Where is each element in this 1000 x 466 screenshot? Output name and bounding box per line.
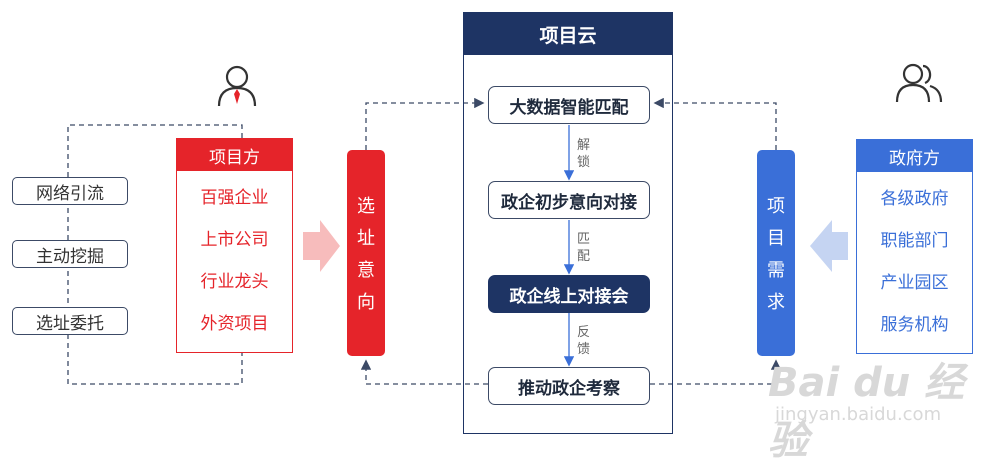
project-party-item: 百强企业 <box>200 188 269 208</box>
site-intent-char: 选 <box>357 196 375 217</box>
dashed-arrow-demand-to-match <box>653 97 777 150</box>
dashed-arrow-inspect-to-intent <box>360 359 488 385</box>
government-party-item: 各级政府 <box>880 189 949 209</box>
project-cloud-title: 项目云 <box>464 13 672 55</box>
site-intent-char: 向 <box>357 292 375 313</box>
site-intent-char: 意 <box>357 260 375 281</box>
project-demand-pill: 项 目 需 求 <box>757 150 795 356</box>
site-intent-pill: 选 址 意 向 <box>347 150 385 356</box>
project-party-item: 外资项目 <box>200 314 269 334</box>
project-demand-char: 需 <box>767 260 785 281</box>
project-party-item: 上市公司 <box>200 230 269 250</box>
connector-lines <box>67 97 848 385</box>
project-party-title: 项目方 <box>177 139 292 171</box>
government-party-item: 职能部门 <box>880 231 949 251</box>
project-demand-char: 项 <box>767 196 785 217</box>
dashed-arrow-intent-to-match <box>365 97 485 150</box>
source-box-active: 主动挖掘 <box>12 240 128 268</box>
lightblue-arrow-icon <box>810 220 848 272</box>
project-demand-char: 目 <box>767 228 785 249</box>
project-party-item: 行业龙头 <box>200 272 269 292</box>
project-cloud-panel: 项目云 <box>463 12 673 434</box>
project-party-box: 项目方 百强企业 上市公司 行业龙头 外资项目 <box>176 138 293 353</box>
source-box-network: 网络引流 <box>12 177 128 205</box>
step-bigdata-match: 大数据智能匹配 <box>488 86 650 124</box>
government-party-title: 政府方 <box>857 140 972 172</box>
connector-label-match: 匹配 <box>577 232 591 264</box>
connector-label-feedback: 反馈 <box>577 325 591 357</box>
source-box-entrust: 选址委托 <box>12 307 128 335</box>
site-intent-char: 址 <box>357 228 375 249</box>
project-demand-char: 求 <box>767 292 785 313</box>
step-initial-intent: 政企初步意向对接 <box>488 181 650 219</box>
government-party-box: 政府方 各级政府 职能部门 产业园区 服务机构 <box>856 139 973 354</box>
connector-label-unlock: 解锁 <box>577 138 591 170</box>
step-online-meeting: 政企线上对接会 <box>488 275 650 313</box>
pink-arrow-icon <box>303 220 340 272</box>
dashed-arrow-inspect-to-demand <box>650 359 782 385</box>
watermark-url: jingyan.baidu.com <box>775 404 942 425</box>
government-party-item: 产业园区 <box>880 273 949 293</box>
government-party-item: 服务机构 <box>880 315 949 335</box>
group-icon <box>895 63 943 103</box>
step-inspection: 推动政企考察 <box>488 367 650 405</box>
person-tie-icon <box>217 65 257 107</box>
